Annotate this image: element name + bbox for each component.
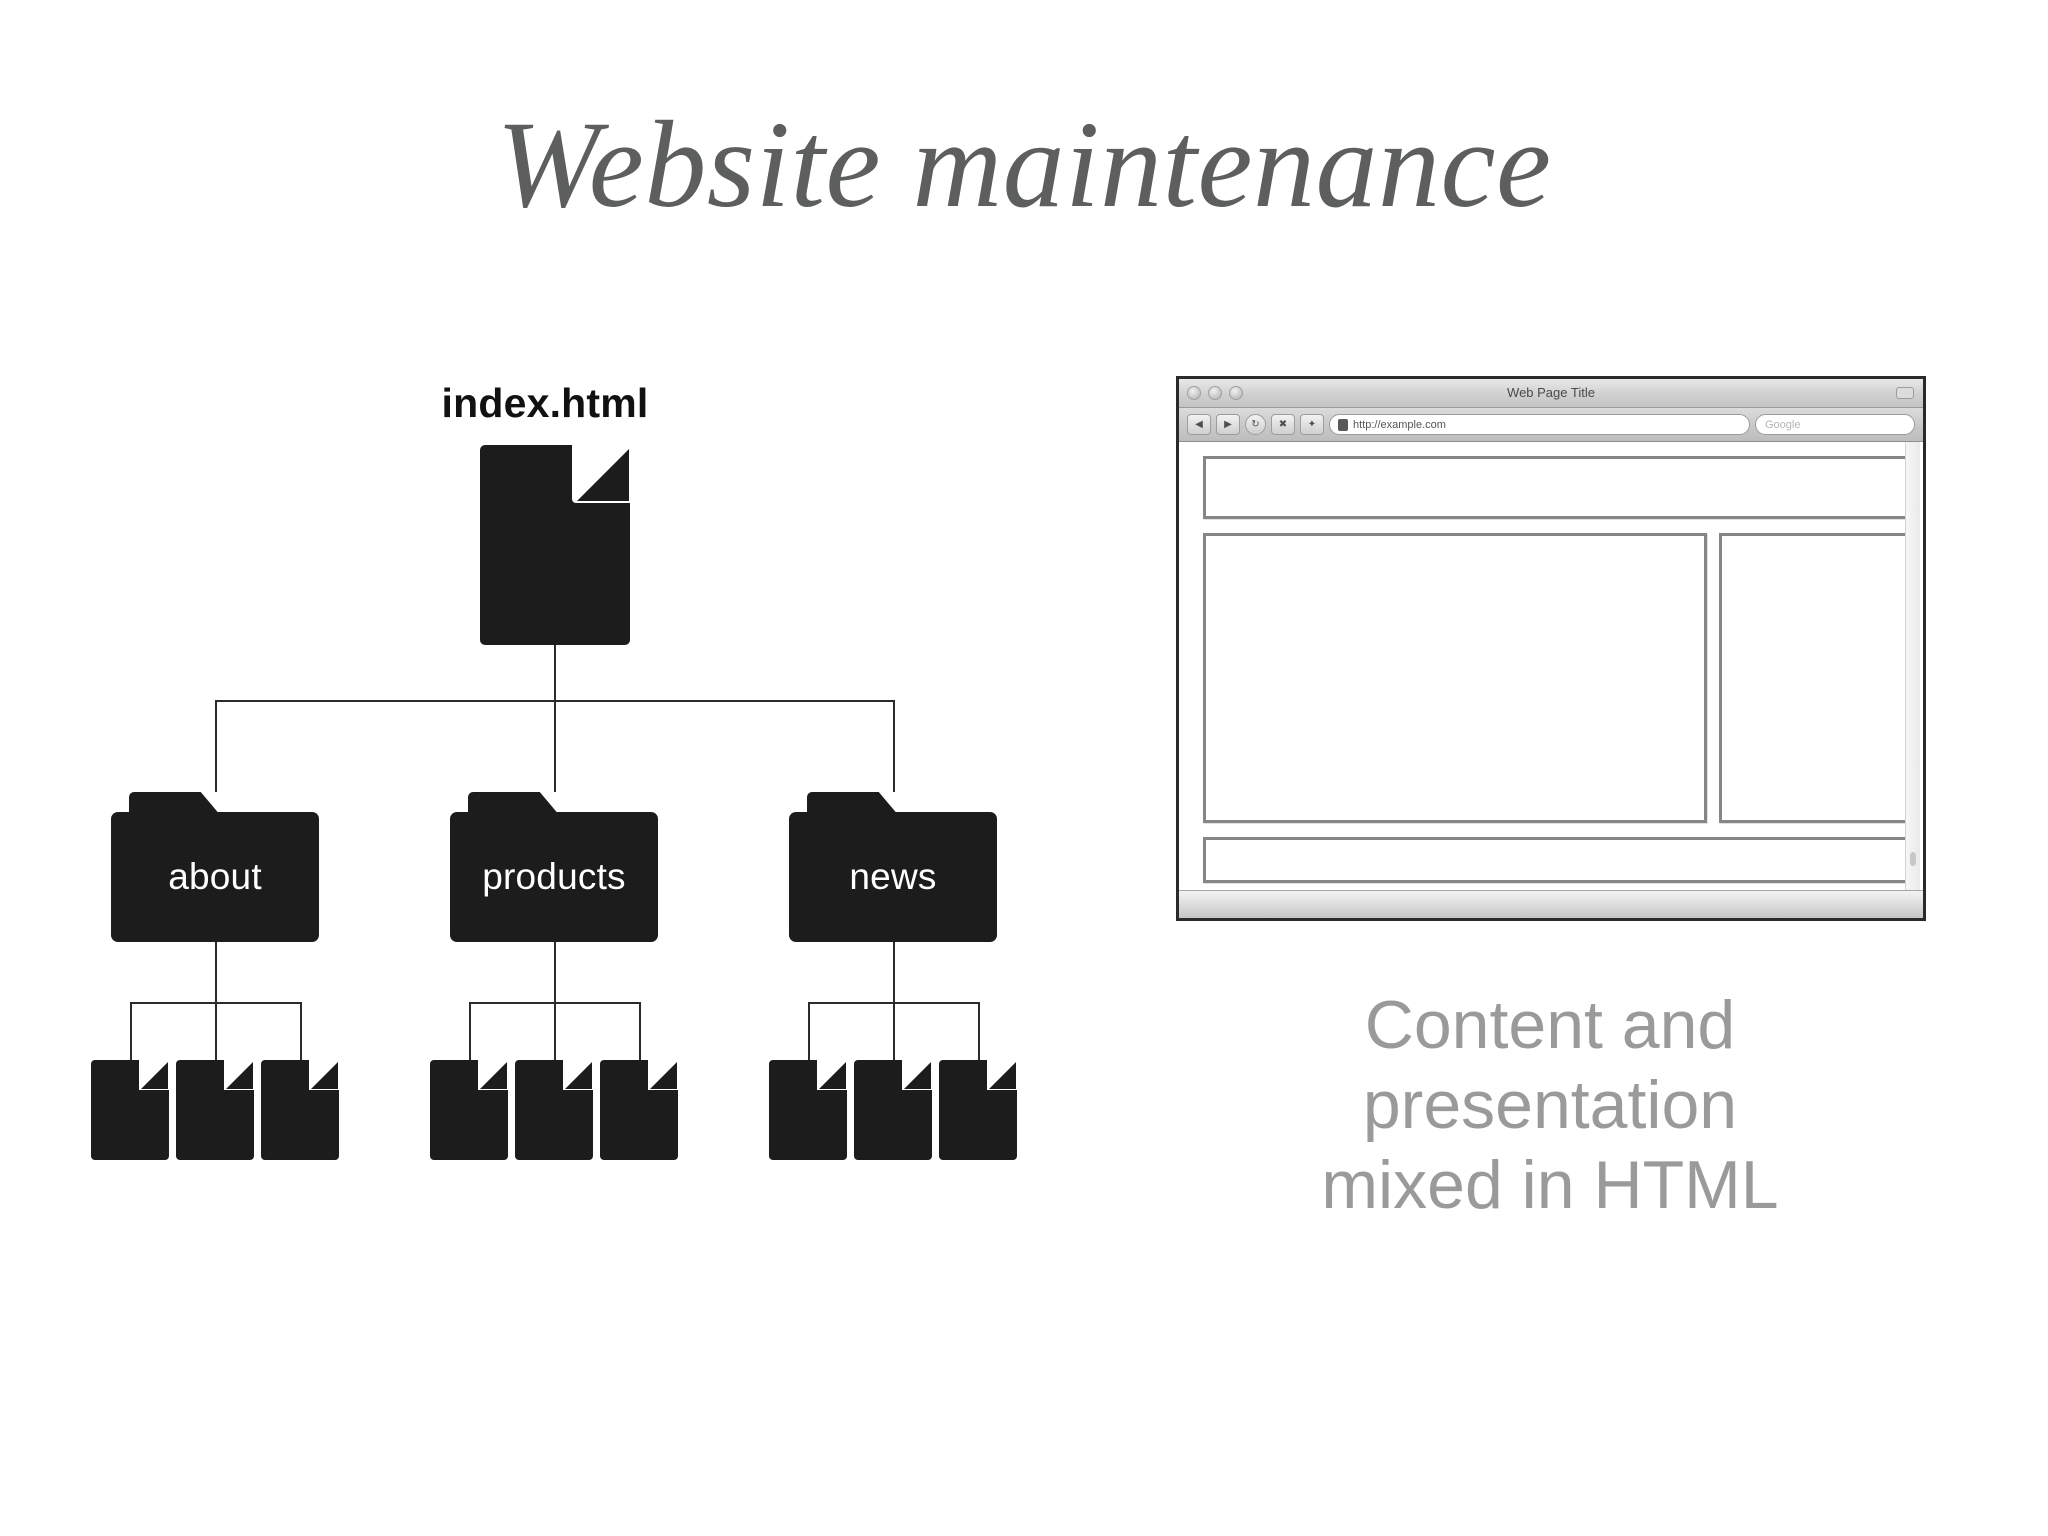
file-icon (480, 445, 630, 645)
wireframe-footer-block (1203, 837, 1909, 883)
connector-products-stem (554, 942, 556, 1002)
folder-label-products: products (482, 856, 626, 897)
address-bar-url: http://example.com (1353, 418, 1446, 431)
stop-icon: ✖ (1278, 418, 1288, 430)
page-fold-corner-icon (139, 1060, 169, 1090)
toolbar-toggle-icon[interactable] (1896, 387, 1914, 399)
minimize-button-icon[interactable] (1208, 386, 1222, 400)
file-icon (854, 1060, 932, 1160)
folder-products[interactable]: products (450, 792, 658, 942)
page-fold-corner-icon (572, 445, 630, 503)
caption-line-3: mixed in HTML (1321, 1147, 1779, 1224)
folder-label-about: about (168, 856, 262, 897)
file-icon (261, 1060, 339, 1160)
browser-titlebar: Web Page Title (1179, 379, 1923, 408)
connector-products-drop-2 (554, 1002, 556, 1060)
browser-window-mockup: Web Page Title ◀ ▶ ↻ ✖ ✦ http://example.… (1176, 376, 1926, 921)
connector-news-stem (893, 942, 895, 1002)
folder-body-icon: about (111, 812, 319, 942)
page-fold-corner-icon (478, 1060, 508, 1090)
file-icon (515, 1060, 593, 1160)
back-arrow-icon: ◀ (1195, 418, 1203, 430)
connector-about-drop-3 (300, 1002, 302, 1060)
forward-arrow-icon: ▶ (1224, 418, 1232, 430)
wireframe-sidebar-block (1719, 533, 1909, 823)
caption-text: Content and presentation mixed in HTML (1190, 985, 1910, 1226)
file-icon (91, 1060, 169, 1160)
address-bar[interactable]: http://example.com (1329, 414, 1750, 435)
file-icon (176, 1060, 254, 1160)
home-icon: ✦ (1307, 418, 1317, 430)
scrollbar-grip-icon[interactable] (1910, 852, 1916, 866)
caption-line-2: presentation (1362, 1067, 1738, 1144)
page-fold-corner-icon (563, 1060, 593, 1090)
browser-toolbar: ◀ ▶ ↻ ✖ ✦ http://example.com Google (1179, 408, 1923, 442)
browser-viewport (1179, 442, 1923, 894)
zoom-button-icon[interactable] (1229, 386, 1243, 400)
caption-line-1: Content and (1364, 987, 1736, 1063)
connector-about-drop-1 (130, 1002, 132, 1060)
file-icon (430, 1060, 508, 1160)
window-controls (1187, 386, 1243, 400)
folder-body-icon: products (450, 812, 658, 942)
root-file-label: index.html (441, 380, 649, 426)
folder-about[interactable]: about (111, 792, 319, 942)
forward-button[interactable]: ▶ (1216, 414, 1240, 435)
wireframe-header-block (1203, 456, 1909, 519)
browser-window-title: Web Page Title (1507, 385, 1595, 400)
folder-label-news: news (849, 856, 937, 897)
close-button-icon[interactable] (1187, 386, 1201, 400)
site-structure-diagram: index.html about products (60, 360, 1120, 1320)
search-input[interactable]: Google (1755, 414, 1915, 435)
page-fold-corner-icon (309, 1060, 339, 1090)
file-icon (769, 1060, 847, 1160)
wireframe-middle-row (1203, 533, 1909, 823)
reload-icon: ↻ (1251, 418, 1260, 430)
connector-about-drop-2 (215, 1002, 217, 1060)
connector-news-drop-1 (808, 1002, 810, 1060)
connector-drop-about (215, 700, 217, 792)
connector-drop-news (893, 700, 895, 792)
file-icon (939, 1060, 1017, 1160)
page-fold-corner-icon (817, 1060, 847, 1090)
connector-products-drop-3 (639, 1002, 641, 1060)
connector-about-stem (215, 942, 217, 1002)
stop-button[interactable]: ✖ (1271, 414, 1295, 435)
back-button[interactable]: ◀ (1187, 414, 1211, 435)
folder-body-icon: news (789, 812, 997, 942)
page-fold-corner-icon (902, 1060, 932, 1090)
home-button[interactable]: ✦ (1300, 414, 1324, 435)
connector-drop-products (554, 700, 556, 792)
page-fold-corner-icon (987, 1060, 1017, 1090)
search-placeholder: Google (1765, 418, 1801, 431)
site-identity-icon (1338, 418, 1348, 431)
connector-news-drop-3 (978, 1002, 980, 1060)
page-title: Website maintenance (496, 96, 1552, 233)
connector-news-drop-2 (893, 1002, 895, 1060)
page-fold-corner-icon (648, 1060, 678, 1090)
reload-button[interactable]: ↻ (1245, 414, 1266, 435)
wireframe-main-content-block (1203, 533, 1707, 823)
connector-products-drop-1 (469, 1002, 471, 1060)
file-icon (600, 1060, 678, 1160)
vertical-scrollbar[interactable] (1905, 442, 1920, 894)
page-fold-corner-icon (224, 1060, 254, 1090)
browser-status-bar (1179, 890, 1923, 918)
folder-news[interactable]: news (789, 792, 997, 942)
